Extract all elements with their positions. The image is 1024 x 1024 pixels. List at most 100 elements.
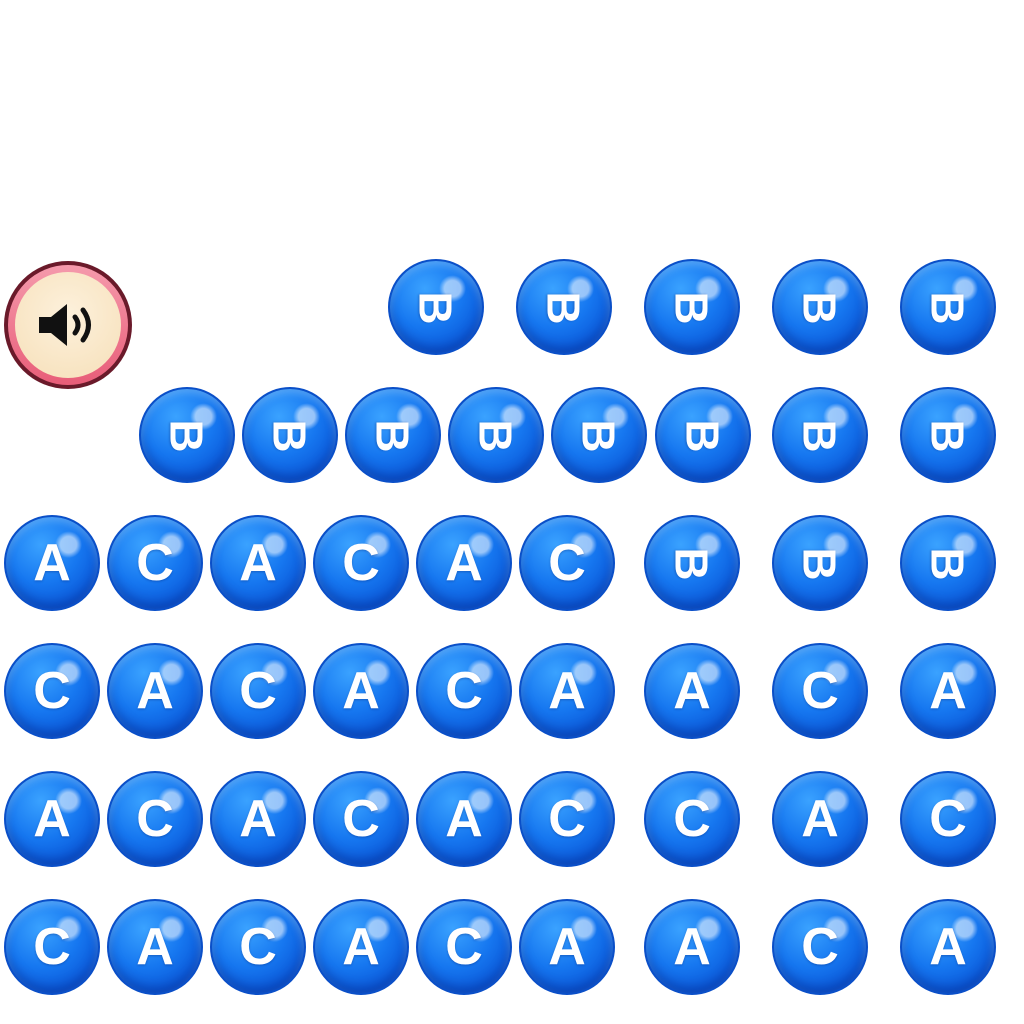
bubble-tile[interactable]: C xyxy=(772,643,868,739)
bubble-letter: C xyxy=(445,662,483,720)
bubble-letter: B xyxy=(263,419,316,453)
bubble-tile[interactable]: B xyxy=(644,515,740,611)
bubble-tile[interactable]: B xyxy=(900,515,996,611)
bubble-letter: B xyxy=(921,419,974,453)
bubble-tile[interactable]: A xyxy=(4,771,100,867)
bubble-letter: B xyxy=(676,419,729,453)
bubble-letter: C xyxy=(801,662,839,720)
bubble-letter: B xyxy=(921,547,974,581)
bubble-tile[interactable]: B xyxy=(900,387,996,483)
bubble-letter: A xyxy=(136,918,174,976)
bubble-tile[interactable]: B xyxy=(139,387,235,483)
bubble-tile[interactable]: A xyxy=(772,771,868,867)
bubble-tile[interactable]: B xyxy=(448,387,544,483)
bubble-letter: C xyxy=(342,534,380,592)
bubble-letter: C xyxy=(548,790,586,848)
bubble-tile[interactable]: A xyxy=(644,899,740,995)
bubble-letter: A xyxy=(801,790,839,848)
bubble-tile[interactable]: B xyxy=(655,387,751,483)
bubble-letter: B xyxy=(921,291,974,325)
bubble-letter: B xyxy=(793,291,846,325)
bubble-letter: A xyxy=(239,790,277,848)
bubble-tile[interactable]: A xyxy=(416,771,512,867)
bubble-tile[interactable]: B xyxy=(644,259,740,355)
bubble-letter: C xyxy=(445,918,483,976)
bubble-letter: C xyxy=(136,534,174,592)
bubble-tile[interactable]: B xyxy=(900,259,996,355)
bubble-tile[interactable]: B xyxy=(388,259,484,355)
bubble-tile[interactable]: C xyxy=(107,771,203,867)
bubble-tile[interactable]: B xyxy=(772,387,868,483)
bubble-tile[interactable]: C xyxy=(519,771,615,867)
bubble-tile[interactable]: C xyxy=(900,771,996,867)
bubble-tile[interactable]: C xyxy=(210,643,306,739)
bubble-tile[interactable]: A xyxy=(900,899,996,995)
bubble-tile[interactable]: C xyxy=(107,515,203,611)
bubble-tile[interactable]: C xyxy=(313,515,409,611)
bubble-letter: A xyxy=(136,662,174,720)
speaker-icon xyxy=(39,304,91,346)
bubble-tile[interactable]: C xyxy=(416,899,512,995)
bubble-letter: C xyxy=(801,918,839,976)
bubble-tile[interactable]: C xyxy=(772,899,868,995)
bubble-tile[interactable]: A xyxy=(313,643,409,739)
bubble-letter: B xyxy=(793,547,846,581)
sound-toggle-button[interactable] xyxy=(4,261,132,389)
bubble-letter: A xyxy=(445,534,483,592)
bubble-tile[interactable]: C xyxy=(210,899,306,995)
sound-button-face xyxy=(15,272,121,378)
bubble-tile[interactable]: A xyxy=(519,643,615,739)
bubble-tile[interactable]: A xyxy=(210,515,306,611)
bubble-letter: B xyxy=(665,291,718,325)
bubble-letter: A xyxy=(342,662,380,720)
bubble-tile[interactable]: A xyxy=(416,515,512,611)
bubble-letter: B xyxy=(409,291,462,325)
bubble-tile[interactable]: C xyxy=(644,771,740,867)
bubble-letter: C xyxy=(929,790,967,848)
bubble-tile[interactable]: C xyxy=(313,771,409,867)
bubble-letter: A xyxy=(548,662,586,720)
bubble-letter: C xyxy=(239,662,277,720)
bubble-tile[interactable]: A xyxy=(519,899,615,995)
bubble-letter: B xyxy=(537,291,590,325)
bubble-letter: B xyxy=(793,419,846,453)
bubble-tile[interactable]: B xyxy=(242,387,338,483)
bubble-tile[interactable]: C xyxy=(4,643,100,739)
bubble-tile[interactable]: A xyxy=(4,515,100,611)
bubble-letter: B xyxy=(366,419,419,453)
bubble-letter: A xyxy=(929,662,967,720)
bubble-letter: A xyxy=(673,918,711,976)
bubble-letter: A xyxy=(548,918,586,976)
bubble-tile[interactable]: A xyxy=(107,899,203,995)
bubble-letter: B xyxy=(160,419,213,453)
bubble-letter: C xyxy=(673,790,711,848)
bubble-tile[interactable]: A xyxy=(107,643,203,739)
bubble-tile[interactable]: B xyxy=(551,387,647,483)
bubble-tile[interactable]: A xyxy=(644,643,740,739)
bubble-tile[interactable]: A xyxy=(210,771,306,867)
bubble-letter: C xyxy=(548,534,586,592)
bubble-letter: A xyxy=(33,790,71,848)
bubble-tile[interactable]: C xyxy=(4,899,100,995)
bubble-letter: A xyxy=(929,918,967,976)
bubble-letter: C xyxy=(136,790,174,848)
bubble-letter: A xyxy=(239,534,277,592)
bubble-letter: A xyxy=(342,918,380,976)
bubble-tile[interactable]: A xyxy=(900,643,996,739)
bubble-letter: B xyxy=(469,419,522,453)
bubble-tile[interactable]: B xyxy=(772,259,868,355)
bubble-tile[interactable]: B xyxy=(345,387,441,483)
bubble-letter: C xyxy=(239,918,277,976)
bubble-tile[interactable]: B xyxy=(516,259,612,355)
bubble-letter: C xyxy=(33,918,71,976)
bubble-letter: A xyxy=(33,534,71,592)
bubble-tile[interactable]: C xyxy=(416,643,512,739)
bubble-letter: B xyxy=(572,419,625,453)
bubble-tile[interactable]: C xyxy=(519,515,615,611)
bubble-letter: C xyxy=(33,662,71,720)
bubble-tile[interactable]: A xyxy=(313,899,409,995)
bubble-letter: A xyxy=(445,790,483,848)
bubble-letter: A xyxy=(673,662,711,720)
bubble-tile[interactable]: B xyxy=(772,515,868,611)
